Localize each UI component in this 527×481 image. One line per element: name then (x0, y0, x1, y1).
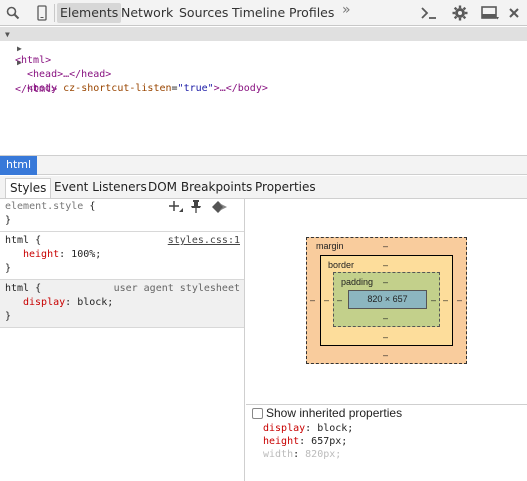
rule-html-user-agent[interactable]: html { user agent stylesheet display: bl… (0, 280, 244, 328)
rule-selector: html (5, 235, 30, 246)
body-attr-name: cz-shortcut-listen (63, 83, 172, 95)
add-rule-icon[interactable] (168, 199, 184, 216)
collapse-triangle-icon[interactable]: ▼ (5, 30, 10, 39)
rule-html-styles-css[interactable]: html { styles.css:1 height: 100%; } (0, 232, 244, 280)
body-attr-value: "true" (177, 83, 214, 95)
padding-left-value[interactable]: – (337, 295, 343, 305)
search-icon[interactable] (3, 3, 23, 23)
margin-label: margin (316, 241, 344, 251)
margin-bottom-value[interactable]: – (383, 350, 389, 360)
tab-sources[interactable]: Sources (179, 5, 229, 20)
dom-node-body[interactable]: ▶ <body cz-shortcut-listen="true">…</bod… (0, 55, 527, 94)
computed-row: width: 820px; (263, 449, 342, 460)
padding-label: padding (341, 277, 374, 287)
dom-node-html-close[interactable]: </html> (0, 69, 527, 95)
console-icon[interactable] (419, 3, 439, 23)
breadcrumb: html (0, 155, 527, 175)
close-icon[interactable] (504, 3, 524, 23)
border-left-value[interactable]: – (324, 295, 330, 305)
padding-right-value[interactable]: – (431, 295, 437, 305)
body-tag: <body (27, 83, 58, 95)
property-name: display (23, 297, 66, 308)
tab-elements[interactable]: Elements (57, 3, 122, 23)
border-bottom-value[interactable]: – (383, 332, 389, 342)
dom-node-head[interactable]: ▶ <head>…</head> (0, 41, 527, 80)
border-top-value[interactable]: – (383, 260, 389, 270)
dom-tree: ▼ <html> ▶ <head>…</head> ▶ <body cz-sho… (0, 27, 527, 155)
tab-event-listeners[interactable]: Event Listeners (54, 180, 147, 194)
computed-prop: height (263, 436, 300, 447)
box-content[interactable]: 820 × 657 (348, 290, 427, 309)
property-value[interactable]: 100%; (71, 249, 102, 260)
dock-icon[interactable] (480, 3, 500, 23)
dom-node-html[interactable]: ▼ <html> (0, 27, 527, 66)
device-icon[interactable] (32, 3, 52, 23)
rule-open-brace: { (89, 201, 96, 212)
expand-triangle-icon[interactable]: ▶ (17, 44, 22, 53)
tab-profiles[interactable]: Profiles (289, 5, 335, 20)
pin-icon[interactable] (190, 200, 202, 216)
rule-close-brace: } (5, 215, 12, 226)
show-inherited-checkbox[interactable] (252, 408, 263, 419)
color-format-icon[interactable] (212, 201, 228, 216)
tab-properties[interactable]: Properties (255, 180, 316, 194)
source-link[interactable]: styles.css:1 (167, 235, 240, 246)
box-model: 820 × 657 margin – – – – border – – – – … (246, 199, 527, 404)
styles-pane: element.style { } html { styles.css:1 he… (0, 199, 245, 481)
rule-open-brace: { (35, 283, 42, 294)
rule-selector: html (5, 283, 30, 294)
border-label: border (328, 260, 355, 270)
margin-top-value[interactable]: – (383, 241, 389, 251)
property-value: block; (77, 297, 114, 308)
padding-top-value[interactable]: – (383, 277, 389, 287)
html-close-tag: </html> (15, 83, 58, 95)
border-right-value[interactable]: – (443, 295, 449, 305)
padding-bottom-value[interactable]: – (383, 313, 389, 323)
more-tabs-icon[interactable]: » (342, 2, 350, 18)
rule-close-brace: } (5, 263, 12, 274)
rule-selector: element.style (5, 201, 84, 212)
rule-open-brace: { (35, 235, 42, 246)
margin-left-value[interactable]: – (310, 295, 316, 305)
show-inherited-label[interactable]: Show inherited properties (266, 406, 403, 420)
body-attr-eq: = (171, 83, 178, 95)
computed-row: display: block; (263, 423, 354, 434)
tab-network[interactable]: Network (121, 5, 174, 20)
breadcrumb-item-html[interactable]: html (0, 156, 38, 175)
expand-triangle-icon[interactable]: ▶ (17, 58, 22, 67)
sidebar-tabs: Styles Event Listeners DOM Breakpoints P… (0, 176, 527, 199)
toolbar-divider (54, 4, 55, 22)
body-tag-close: >…</body> (213, 83, 268, 95)
computed-value: block; (317, 423, 354, 434)
property-name[interactable]: height (23, 249, 60, 260)
margin-right-value[interactable]: – (457, 295, 463, 305)
devtools-toolbar: Elements Network Sources Timeline Profil… (0, 0, 527, 26)
tab-dom-breakpoints[interactable]: DOM Breakpoints (148, 180, 253, 194)
rule-tools (168, 199, 236, 216)
rule-element-style[interactable]: element.style { } (0, 199, 244, 232)
head-tag: <head>…</head> (27, 69, 112, 81)
computed-row: height: 657px; (263, 436, 348, 447)
computed-value: 657px; (311, 436, 348, 447)
gear-icon[interactable] (450, 3, 470, 23)
computed-styles: Show inherited properties display: block… (246, 404, 527, 481)
tab-timeline[interactable]: Timeline (232, 5, 286, 20)
html-open-tag: <html> (15, 55, 52, 67)
user-agent-label: user agent stylesheet (113, 283, 240, 294)
tab-styles[interactable]: Styles (5, 178, 52, 198)
rule-close-brace: } (5, 311, 12, 322)
computed-prop: display (263, 423, 306, 434)
computed-prop: width (263, 449, 294, 460)
computed-value: 820px; (305, 449, 342, 460)
